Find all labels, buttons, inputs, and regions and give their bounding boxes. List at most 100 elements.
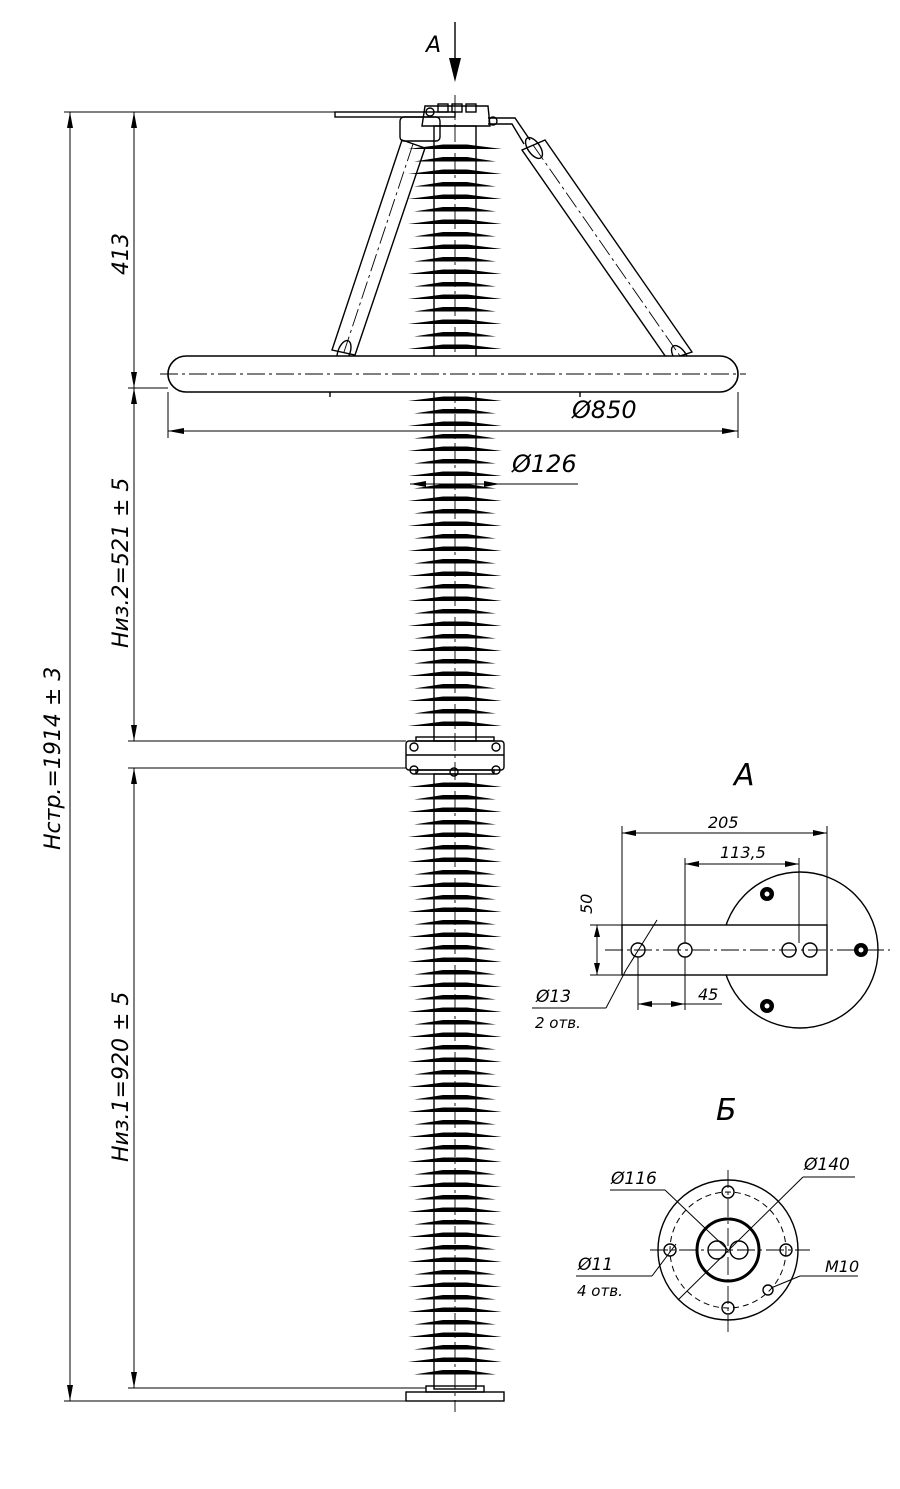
insulator-shed — [408, 982, 502, 987]
insulator-shed — [414, 1345, 496, 1350]
view-a-dim-205: 205 — [708, 813, 739, 832]
brace-tube-right — [520, 136, 694, 368]
insulator-shed — [414, 534, 496, 539]
insulator-shed — [414, 332, 496, 337]
sheds-lower — [408, 782, 502, 1375]
insulator-shed — [408, 396, 502, 401]
insulator-shed — [414, 659, 496, 664]
insulator-shed — [414, 970, 496, 975]
view-b-bolt-circle — [669, 1191, 787, 1309]
main-view: A — [160, 22, 746, 1412]
insulator-shed — [408, 571, 502, 576]
insulator-shed — [414, 1145, 496, 1150]
insulator-shed — [414, 820, 496, 825]
insulator-shed — [408, 496, 502, 501]
insulator-shed — [408, 319, 502, 324]
top-cap — [334, 103, 531, 145]
insulator-shed — [408, 1182, 502, 1187]
insulator-shed — [408, 721, 502, 726]
insulator-shed — [414, 1095, 496, 1100]
insulator-shed — [414, 684, 496, 689]
insulator-shed — [408, 882, 502, 887]
insulator-shed — [414, 559, 496, 564]
insulator-shed — [408, 294, 502, 299]
insulator-rod-lower — [433, 773, 477, 1390]
view-a-dim-50: 50 — [577, 894, 596, 914]
insulator-shed — [414, 895, 496, 900]
insulator-shed — [414, 1170, 496, 1175]
insulator-shed — [408, 1357, 502, 1362]
insulator-shed — [408, 907, 502, 912]
insulator-shed — [408, 782, 502, 787]
insulator-shed — [414, 1220, 496, 1225]
insulator-shed — [408, 621, 502, 626]
insulator-shed — [408, 546, 502, 551]
insulator-shed — [414, 870, 496, 875]
insulator-shed — [408, 421, 502, 426]
insulator-shed — [414, 232, 496, 237]
insulator-shed — [408, 244, 502, 249]
insulator-shed — [414, 584, 496, 589]
insulator-shed — [414, 1070, 496, 1075]
insulator-shed — [414, 945, 496, 950]
insulator-shed — [408, 596, 502, 601]
grading-ring — [160, 355, 746, 397]
insulator-shed — [414, 1270, 496, 1275]
insulator-shed — [414, 1195, 496, 1200]
dim-h-str: Нстр.=1914 ± 3 — [41, 667, 66, 850]
dim-h-iz1: Низ.1=920 ± 5 — [109, 992, 134, 1162]
insulator-shed — [414, 282, 496, 287]
view-a-hole-count: 2 отв. — [535, 1014, 581, 1032]
insulator-shed — [414, 257, 496, 262]
insulator-shed — [408, 1032, 502, 1037]
insulator-shed — [408, 194, 502, 199]
insulator-shed — [408, 671, 502, 676]
insulator-shed — [408, 1232, 502, 1237]
insulator-shed — [408, 696, 502, 701]
view-b-dim-116: Ø116 — [610, 1169, 657, 1189]
insulator-shed — [414, 409, 496, 414]
insulator-shed — [414, 995, 496, 1000]
view-b-outer-circle — [657, 1179, 799, 1321]
insulator-shed — [408, 471, 502, 476]
dim-h-iz2: Низ.2=521 ± 5 — [109, 478, 134, 648]
insulator-shed — [414, 1020, 496, 1025]
view-b-hub — [695, 1217, 761, 1283]
insulator-shed — [414, 1295, 496, 1300]
view-a-dim-113-5: 113,5 — [720, 843, 766, 862]
insulator-shed — [408, 144, 502, 149]
dim-insulator-diameter: Ø126 — [511, 450, 577, 478]
dim-ring-diameter: Ø850 — [571, 396, 637, 424]
insulator-shed — [408, 1332, 502, 1337]
insulator-shed — [414, 207, 496, 212]
insulator-shed — [408, 1307, 502, 1312]
insulator-shed — [408, 1057, 502, 1062]
insulator-shed — [414, 920, 496, 925]
insulator-shed — [414, 484, 496, 489]
dim-top-height: 413 — [109, 233, 134, 275]
base-flange — [405, 1385, 505, 1402]
insulator-shed — [408, 957, 502, 962]
insulator-shed — [414, 509, 496, 514]
view-b: Б Ø140 Ø116 Ø11 4 отв. M10 — [576, 1093, 859, 1332]
insulator-shed — [408, 344, 502, 349]
view-a-hole-diameter: Ø13 — [535, 987, 571, 1007]
insulator-shed — [414, 1245, 496, 1250]
insulator-shed — [408, 1282, 502, 1287]
insulator-shed — [408, 521, 502, 526]
insulator-shed — [408, 1082, 502, 1087]
insulator-shed — [414, 609, 496, 614]
insulator-shed — [408, 1207, 502, 1212]
insulator-shed — [414, 1370, 496, 1375]
insulator-shed — [408, 269, 502, 274]
insulator-shed — [408, 832, 502, 837]
insulator-shed — [408, 1107, 502, 1112]
insulator-shed — [408, 807, 502, 812]
view-b-thread: M10 — [825, 1257, 859, 1276]
view-b-dim-140: Ø140 — [803, 1155, 850, 1175]
dimensions-main: Нстр.=1914 ± 3 413 Низ.2=521 ± 5 Низ.1=9… — [41, 111, 739, 1402]
insulator-shed — [414, 634, 496, 639]
insulator-shed — [414, 157, 496, 162]
view-a-title: A — [732, 758, 755, 793]
